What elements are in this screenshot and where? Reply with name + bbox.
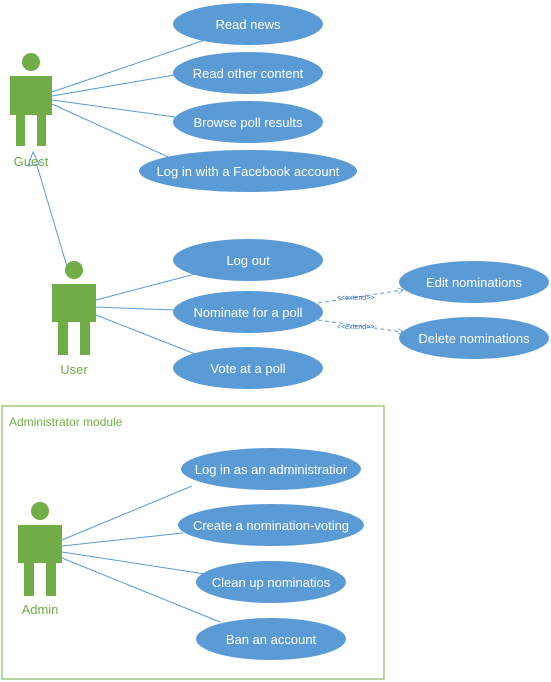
actor-guest[interactable]: Guest xyxy=(10,53,52,169)
module-border xyxy=(1,405,385,680)
use-case-label: Log in with a Facebook account xyxy=(157,164,340,179)
use-case-login-facebook[interactable]: Log in with a Facebook account xyxy=(139,150,357,192)
use-case-login-admin[interactable]: Log in as an administratior xyxy=(181,448,361,490)
user-to-nominate-poll xyxy=(95,306,175,311)
use-case-label: Clean up nominatios xyxy=(212,575,331,590)
administrator-module: Administrator module xyxy=(1,405,385,680)
use-case-label: Read news xyxy=(215,17,281,32)
generalization-arrowhead xyxy=(27,150,40,167)
use-case-vote-poll[interactable]: Vote at a poll xyxy=(173,347,323,389)
extend-delete-label: <<extend>> xyxy=(337,324,374,331)
use-cases: Read news Read other content Browse poll… xyxy=(139,3,549,660)
use-case-label: Create a nomination-voting xyxy=(193,518,349,533)
extend-delete-line xyxy=(317,319,403,332)
use-case-clean-up-nominations[interactable]: Clean up nominatios xyxy=(196,561,346,603)
actor-body-icon xyxy=(18,525,62,596)
actor-head-icon xyxy=(31,502,49,520)
guest-to-read-other-content xyxy=(51,73,181,97)
module-label: Administrator module xyxy=(9,415,123,429)
actor-admin[interactable]: Admin xyxy=(18,502,62,617)
actor-label: Guest xyxy=(14,154,49,169)
use-case-label: Read other content xyxy=(193,66,304,81)
actor-head-icon xyxy=(22,53,40,71)
extend-relations: <<extend>> <<extend>> xyxy=(317,290,403,332)
actor-body-icon xyxy=(52,284,96,355)
actor-label: Admin xyxy=(22,602,59,617)
admin-to-create-nomination-voting xyxy=(61,532,184,547)
admin-to-ban-account xyxy=(61,557,221,623)
guest-to-read-news xyxy=(51,39,206,93)
actor-label: User xyxy=(60,362,88,377)
actor-user[interactable]: User xyxy=(52,261,96,377)
use-case-delete-nominations[interactable]: Delete nominations xyxy=(399,317,549,359)
actor-head-icon xyxy=(65,261,83,279)
use-case-create-nomination-voting[interactable]: Create a nomination-voting xyxy=(178,504,364,546)
use-case-label: Vote at a poll xyxy=(210,361,285,376)
use-case-label: Ban an account xyxy=(226,632,317,647)
use-case-label: Delete nominations xyxy=(418,331,530,346)
extend-edit-line xyxy=(317,290,403,304)
use-case-label: Browse poll results xyxy=(193,115,303,130)
use-case-browse-poll-results[interactable]: Browse poll results xyxy=(173,101,323,143)
use-case-log-out[interactable]: Log out xyxy=(173,239,323,281)
user-generalizes-guest xyxy=(32,151,69,271)
use-case-nominate-poll[interactable]: Nominate for a poll xyxy=(173,291,323,333)
use-case-ban-account[interactable]: Ban an account xyxy=(196,618,346,660)
admin-to-login-admin xyxy=(61,485,193,541)
use-case-label: Log in as an administratior xyxy=(195,462,348,477)
guest-to-browse-poll-results xyxy=(51,99,176,118)
use-case-edit-nominations[interactable]: Edit nominations xyxy=(399,261,549,303)
use-case-label: Log out xyxy=(226,253,270,268)
association-lines xyxy=(27,39,221,623)
use-case-read-other-content[interactable]: Read other content xyxy=(173,52,323,94)
guest-to-login-facebook xyxy=(51,103,176,161)
user-to-log-out xyxy=(95,273,196,301)
use-case-label: Edit nominations xyxy=(426,275,523,290)
user-to-vote-poll xyxy=(95,314,196,355)
use-case-read-news[interactable]: Read news xyxy=(173,3,323,45)
actor-body-icon xyxy=(10,76,52,146)
admin-to-clean-up-nominations xyxy=(61,551,206,575)
extend-edit-label: <<extend>> xyxy=(337,295,374,302)
use-case-label: Nominate for a poll xyxy=(193,305,302,320)
